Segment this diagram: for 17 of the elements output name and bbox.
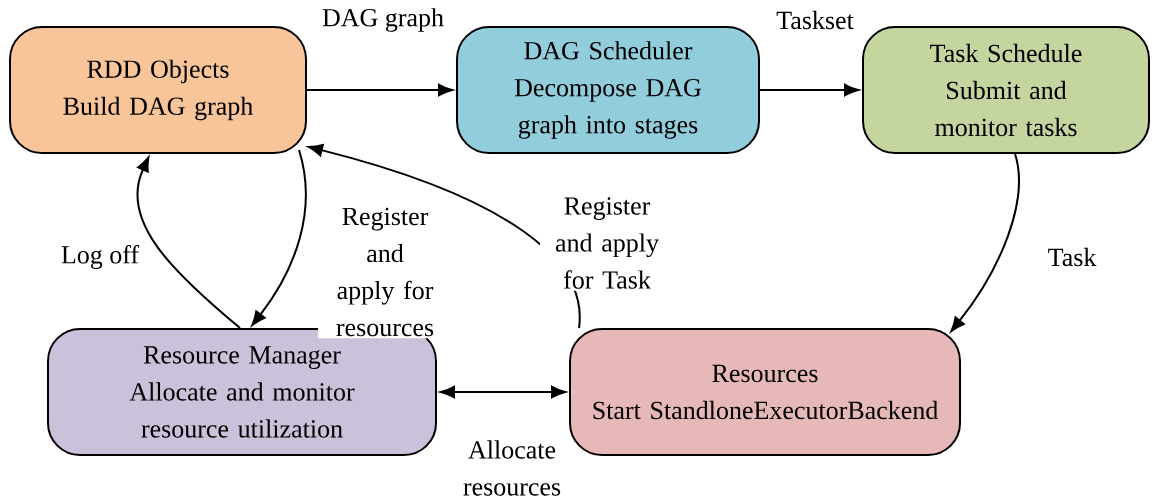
edge-label: Log off — [58, 243, 142, 271]
arrow — [251, 149, 307, 326]
process-box: DAG Scheduler Decompose DAG graph into stages — [456, 26, 760, 154]
process-box: RDD Objects Build DAG graph — [9, 26, 307, 154]
arrow — [440, 385, 566, 399]
edge-label: DAG graph — [320, 6, 446, 34]
arrow — [950, 153, 1020, 332]
edge-label: Register and apply for resources — [318, 205, 452, 339]
arrow — [759, 83, 859, 97]
arrow — [306, 83, 453, 97]
edge-label: Register and apply for Task — [540, 195, 674, 291]
edge-label: Task — [1045, 245, 1099, 269]
process-box: Resources Start StandloneExecutorBackend — [569, 328, 961, 456]
edge-label: Allocate resources — [460, 438, 564, 498]
arrow — [136, 156, 241, 329]
edge-label: Taskset — [774, 8, 856, 32]
process-box: Task Schedule Submit and monitor tasks — [862, 26, 1150, 154]
